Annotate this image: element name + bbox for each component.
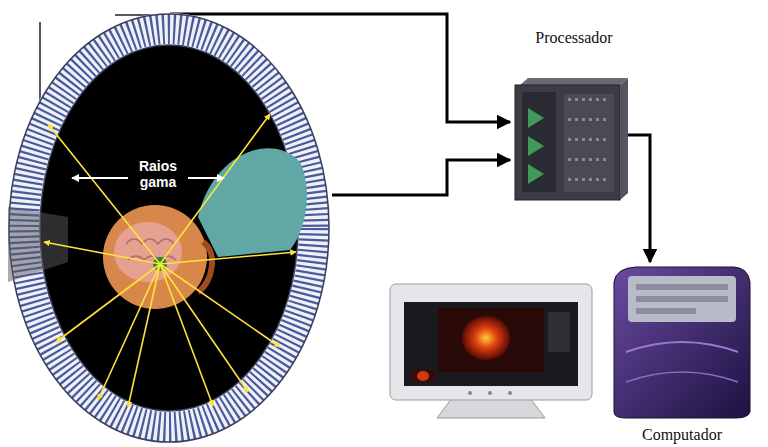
processor-node: Processador [510, 28, 638, 203]
drive-slot [636, 308, 696, 314]
gamma-rays [44, 114, 296, 407]
computer-node: Computador [606, 262, 758, 445]
monitor-stand [437, 398, 545, 418]
processor-unit [510, 28, 638, 203]
processor-lights [528, 108, 544, 184]
processor-panel [522, 92, 556, 192]
unit-label: Processador [510, 28, 638, 48]
brain-folds [126, 239, 176, 260]
signal-arrow [332, 160, 510, 195]
ray-label: Raios gama [128, 158, 188, 190]
monitor-button [468, 391, 472, 395]
leader-line [39, 22, 41, 110]
computer-case [614, 267, 750, 418]
case-highlight [626, 372, 738, 382]
scanner-ring: Raios gama [8, 12, 332, 446]
computer-unit [606, 262, 758, 445]
processor-side [620, 78, 628, 200]
screen-window [438, 308, 544, 372]
monitor-button [488, 391, 492, 395]
pet-image [462, 316, 510, 360]
case-highlight [626, 342, 738, 352]
pet-ring [8, 12, 332, 446]
signal-arrow [628, 135, 650, 262]
monitor-screen [404, 302, 578, 386]
processor-grille [564, 94, 614, 192]
monitor-button [508, 391, 512, 395]
patient-head-cover [198, 148, 307, 257]
computer-front [628, 276, 736, 322]
monitor-bezel [390, 284, 592, 400]
processor-box [515, 85, 620, 200]
processor-top [520, 78, 628, 85]
face-profile [198, 242, 212, 292]
unit-label: Computador [606, 425, 758, 445]
screen-panel [548, 312, 570, 352]
pet-thumbnail [412, 370, 434, 382]
drive-slot [636, 296, 728, 302]
drive-slot [636, 284, 728, 290]
pet-thumbnail [417, 371, 429, 381]
ring-outline [9, 14, 329, 442]
